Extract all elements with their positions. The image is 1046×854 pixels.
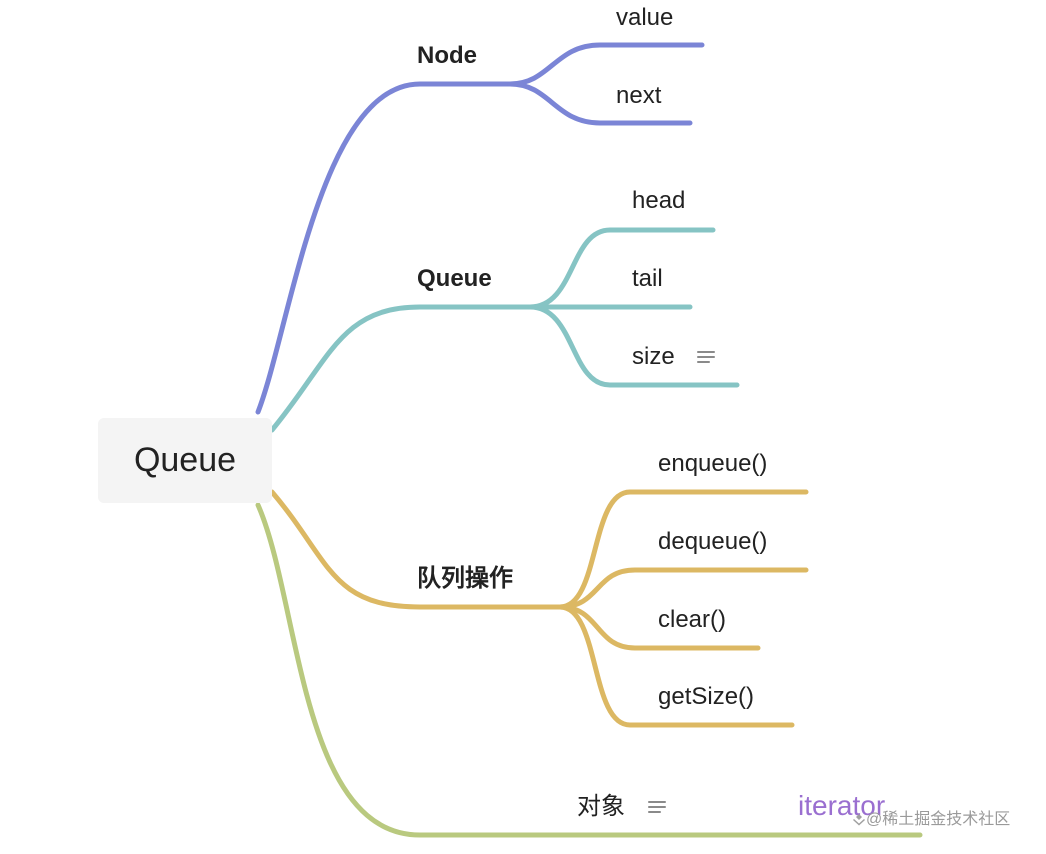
watermark-text: @稀土掘金技术社区	[866, 811, 1011, 828]
link-queue-size	[527, 304, 740, 388]
leaf-tail-label[interactable]: tail	[632, 265, 663, 292]
leaf-next-label[interactable]: next	[616, 82, 662, 109]
link-node-value	[507, 42, 705, 87]
juejin-logo-icon	[853, 814, 865, 826]
link-node-next	[507, 81, 693, 126]
link-queue-head	[527, 227, 716, 310]
leaf-head-label[interactable]: head	[632, 187, 686, 214]
link-ops-enqueue	[557, 489, 809, 610]
branch-queue-label[interactable]: Queue	[417, 265, 492, 292]
note-lines-icon[interactable]	[648, 801, 666, 813]
leaf-clear-label[interactable]: clear()	[658, 606, 727, 633]
branch-ops-label[interactable]: 队列操作	[417, 565, 513, 592]
branch-node-label[interactable]: Node	[417, 42, 477, 69]
link-root-queue	[269, 304, 533, 433]
link-root-ops	[269, 489, 563, 610]
leaf-dequeue-label[interactable]: dequeue()	[658, 528, 768, 555]
link-ops-getsize	[557, 604, 795, 728]
leaf-getsize-label[interactable]: getSize()	[658, 683, 755, 710]
leaf-value-label[interactable]: value	[616, 4, 674, 31]
link-root-node	[255, 81, 513, 415]
leaf-size-label[interactable]: size	[632, 343, 675, 370]
link-ops-clear	[557, 604, 761, 651]
root-label: Queue	[133, 441, 237, 479]
link-ops-dequeue	[557, 567, 809, 610]
root-node[interactable]: Queue	[98, 418, 272, 503]
iterator-overlay-text: iterator	[798, 790, 886, 821]
link-root-object	[255, 502, 923, 838]
branch-object-label[interactable]: 对象	[577, 793, 625, 820]
note-lines-icon[interactable]	[697, 351, 715, 363]
leaf-enqueue-label[interactable]: enqueue()	[658, 450, 768, 477]
